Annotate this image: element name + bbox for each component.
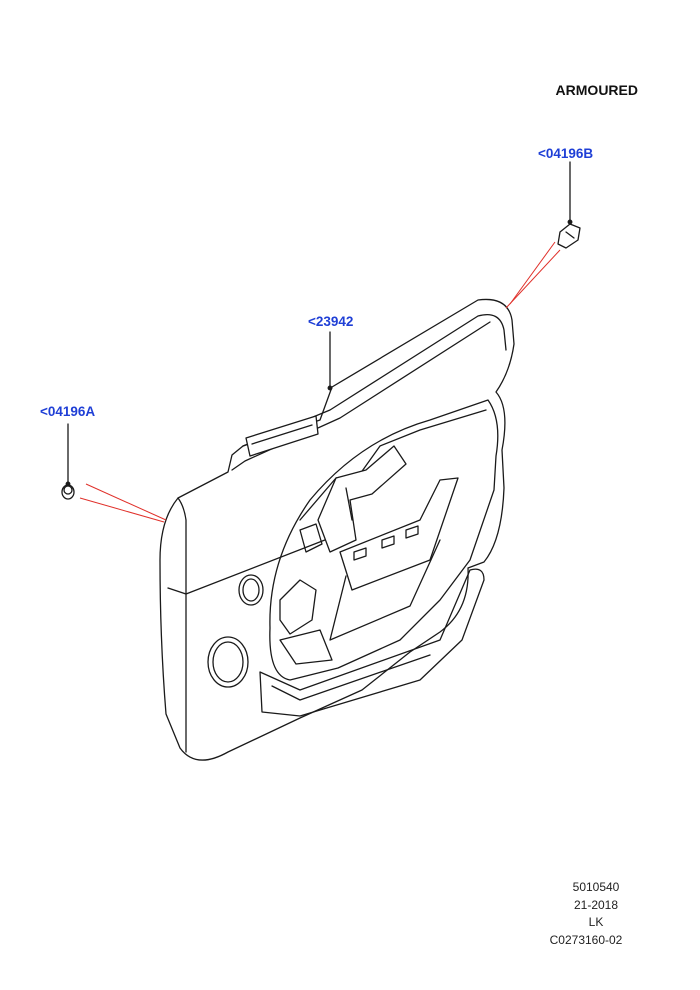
callout-link-04196a[interactable]: <04196A [40, 404, 96, 419]
pull-handle [317, 445, 407, 553]
switch-pack [339, 477, 459, 591]
reference-code: 5010540 [572, 880, 620, 894]
reference-date: 21-2018 [573, 897, 619, 912]
diagram-reference-block: 5010540 21-2018 LK C0273160-02 [516, 879, 636, 949]
speaker-grille [207, 636, 249, 688]
callout-link-23942[interactable]: <23942 [308, 314, 354, 329]
clip-04196b [557, 223, 581, 249]
door-trim-panel [159, 298, 515, 761]
clip-04196a [61, 484, 75, 500]
variant-label: ARMOURED [555, 82, 638, 98]
reference-market: LK [588, 915, 604, 929]
reference-illustration-id: C0273160-02 [549, 932, 623, 947]
installation-lines [79, 241, 561, 523]
tweeter-grille [238, 574, 264, 606]
callout-link-04196b[interactable]: <04196B [538, 146, 594, 161]
